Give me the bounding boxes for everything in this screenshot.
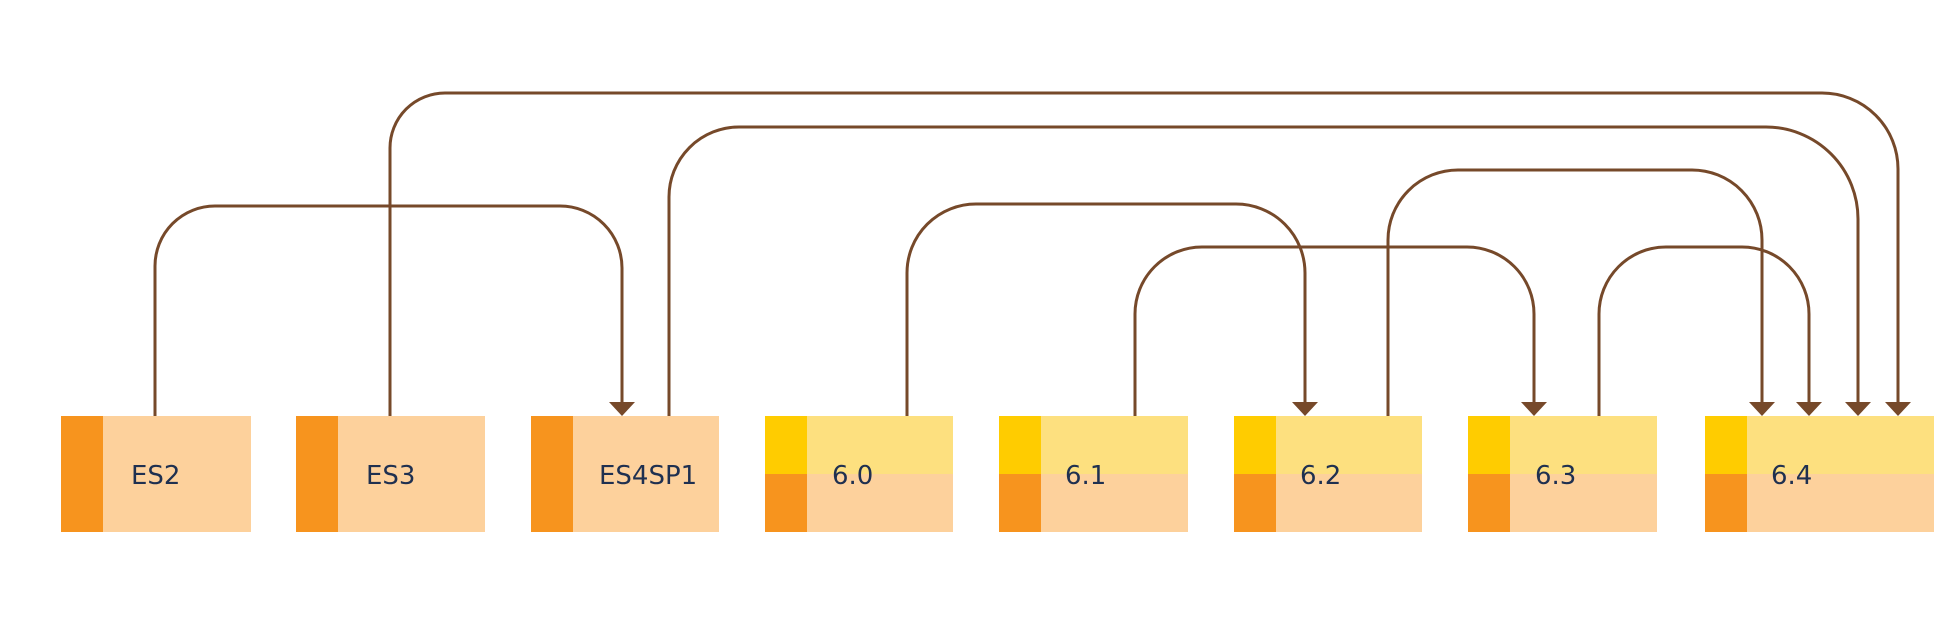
version-label-6-0: 6.0 bbox=[832, 461, 873, 491]
connector-v60-to-v62 bbox=[905, 202, 1307, 416]
version-label-es3: ES3 bbox=[366, 461, 415, 491]
connector-es2-to-es4sp1 bbox=[153, 204, 624, 416]
connector-es3-to-v64 bbox=[388, 91, 1900, 416]
connector-v63-to-v64 bbox=[1597, 245, 1811, 416]
version-label-6-1: 6.1 bbox=[1065, 461, 1106, 491]
version-label-es2: ES2 bbox=[131, 461, 180, 491]
version-label-es4sp1: ES4SP1 bbox=[599, 461, 697, 491]
arrowhead-v64-b bbox=[1796, 402, 1822, 416]
version-box-6-1: 6.1 bbox=[999, 416, 1188, 532]
version-box-6-0: 6.0 bbox=[765, 416, 953, 532]
arrowhead-v64-c bbox=[1845, 402, 1871, 416]
version-label-6-4: 6.4 bbox=[1771, 461, 1812, 491]
connector-arrowheads bbox=[609, 402, 1911, 416]
upgrade-connectors bbox=[153, 91, 1900, 416]
arrowhead-v64-a bbox=[1749, 402, 1775, 416]
arrowhead-es4sp1 bbox=[609, 402, 635, 416]
arrowhead-v63 bbox=[1521, 402, 1547, 416]
connector-v61-to-v63 bbox=[1133, 245, 1536, 416]
connector-es4sp1-to-v64 bbox=[667, 125, 1860, 416]
version-box-6-2: 6.2 bbox=[1234, 416, 1422, 532]
version-box-es4sp1: ES4SP1 bbox=[531, 416, 719, 532]
version-label-6-3: 6.3 bbox=[1535, 461, 1576, 491]
version-box-6-3: 6.3 bbox=[1468, 416, 1657, 532]
version-box-es3: ES3 bbox=[296, 416, 485, 532]
version-box-es2: ES2 bbox=[61, 416, 251, 532]
version-box-6-4: 6.4 bbox=[1705, 416, 1934, 532]
arrowhead-v62 bbox=[1292, 402, 1318, 416]
arrowhead-v64-d bbox=[1885, 402, 1911, 416]
version-label-6-2: 6.2 bbox=[1300, 461, 1341, 491]
connector-v62-to-v64 bbox=[1386, 168, 1764, 416]
